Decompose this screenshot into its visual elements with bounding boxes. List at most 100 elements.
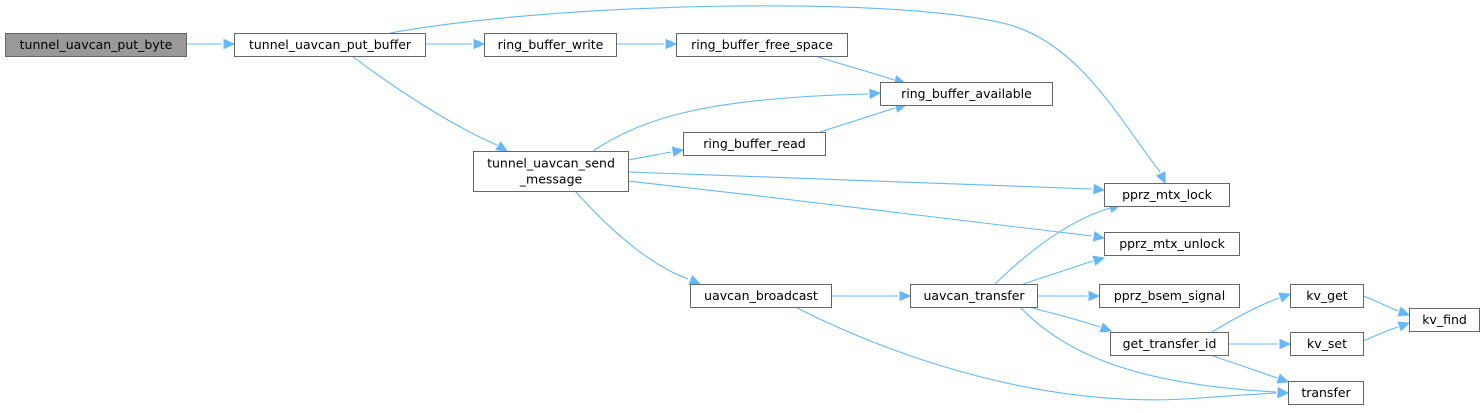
node-label: kv_find [1422, 312, 1467, 327]
arrowhead-icon [1276, 373, 1290, 384]
node-label: ring_buffer_available [901, 86, 1032, 101]
node-label: ring_buffer_read [703, 136, 805, 151]
arrowhead-icon [223, 38, 236, 50]
arrowhead-icon [688, 275, 702, 285]
node-label: _message [519, 172, 583, 187]
node-box [1104, 183, 1230, 207]
edge-kv_get-to-kv_find [1362, 295, 1411, 317]
node-box [1290, 332, 1364, 356]
node-label: tunnel_uavcan_put_byte [20, 37, 173, 52]
edge-ring_buffer_write-to-ring_buffer_free_space [616, 38, 678, 50]
node-uavcan_transfer[interactable]: uavcan_transfer [910, 284, 1038, 308]
edge-line [1209, 354, 1278, 379]
edge-line [351, 55, 498, 146]
node-box [484, 33, 617, 57]
node-box [880, 82, 1053, 106]
node-tunnel_uavcan_put_byte: tunnel_uavcan_put_byte [5, 33, 187, 57]
arrowhead-icon [1092, 255, 1106, 266]
node-label: ring_buffer_free_space [691, 37, 833, 52]
edge-kv_set-to-kv_find [1362, 321, 1411, 342]
edge-tunnel_uavcan_put_buffer-to-tunnel_uavcan_send_message [351, 55, 509, 152]
node-label: kv_set [1307, 336, 1347, 351]
node-label: uavcan_transfer [923, 288, 1025, 303]
node-box [1104, 232, 1240, 256]
arrowhead-icon [495, 141, 509, 152]
edge-get_transfer_id-to-kv_set [1228, 338, 1292, 350]
node-box [1099, 284, 1240, 308]
edge-line [627, 171, 1093, 190]
node-ring_buffer_available[interactable]: ring_buffer_available [880, 82, 1053, 106]
arrowhead-icon [671, 146, 685, 157]
arrowhead-icon [1088, 290, 1101, 302]
edge-line [1027, 306, 1101, 328]
arrowhead-icon [1092, 231, 1106, 242]
node-box [910, 284, 1038, 308]
edge-tunnel_uavcan_put_byte-to-tunnel_uavcan_put_buffer [186, 38, 236, 50]
node-tunnel_uavcan_put_buffer[interactable]: tunnel_uavcan_put_buffer [234, 33, 426, 57]
node-label: pprz_mtx_lock [1122, 187, 1213, 202]
edge-line [994, 207, 1111, 285]
node-tunnel_uavcan_send_message[interactable]: tunnel_uavcan_send_message [473, 151, 629, 192]
node-get_transfer_id[interactable]: get_transfer_id [1110, 332, 1229, 356]
edge-line [1022, 260, 1094, 285]
edge-tunnel_uavcan_put_buffer-to-pprz_mtx_lock [389, 5, 1166, 185]
edge-tunnel_uavcan_send_message-to-uavcan_broadcast [574, 190, 702, 285]
edge-line [814, 55, 895, 81]
edge-uavcan_transfer-to-pprz_bsem_signal [1037, 290, 1101, 302]
node-box [1290, 284, 1364, 308]
edge-ring_buffer_free_space-to-ring_buffer_available [814, 55, 907, 86]
arrowhead-icon [899, 290, 912, 302]
edge-line [627, 151, 672, 161]
node-box [473, 151, 629, 192]
arrowhead-icon [1093, 183, 1106, 195]
node-label: ring_buffer_write [498, 37, 604, 52]
edge-get_transfer_id-to-kv_get [1211, 292, 1292, 333]
node-pprz_mtx_lock[interactable]: pprz_mtx_lock [1104, 183, 1230, 207]
edge-line [1362, 295, 1399, 312]
node-ring_buffer_write[interactable]: ring_buffer_write [484, 33, 617, 57]
arrowhead-icon [665, 38, 678, 50]
node-ring_buffer_read[interactable]: ring_buffer_read [683, 132, 826, 156]
edge-line [1019, 306, 1277, 393]
edge-line [627, 180, 1093, 237]
edge-uavcan_broadcast-to-uavcan_transfer [831, 290, 912, 302]
edge-line [592, 93, 869, 152]
edges-layer [186, 5, 1411, 401]
edge-tunnel_uavcan_send_message-to-pprz_mtx_unlock [627, 180, 1106, 242]
node-label: kv_get [1306, 288, 1348, 303]
node-box [234, 33, 426, 57]
node-uavcan_broadcast[interactable]: uavcan_broadcast [690, 284, 832, 308]
node-label: pprz_mtx_unlock [1119, 236, 1225, 251]
node-transfer[interactable]: transfer [1288, 381, 1364, 405]
edge-uavcan_transfer-to-get_transfer_id [1027, 306, 1113, 333]
edge-line [1362, 326, 1399, 342]
edge-line [819, 107, 896, 133]
node-label: uavcan_broadcast [704, 288, 818, 303]
node-kv_find[interactable]: kv_find [1409, 308, 1480, 332]
edge-tunnel_uavcan_send_message-to-ring_buffer_available [592, 88, 882, 152]
nodes-layer: tunnel_uavcan_put_byte tunnel_uavcan_put_… [5, 33, 1480, 405]
edge-line [794, 306, 1277, 401]
edge-line [389, 5, 1161, 173]
node-kv_get[interactable]: kv_get [1290, 284, 1364, 308]
arrowhead-icon [1099, 322, 1113, 333]
node-box [1288, 381, 1364, 405]
arrowhead-icon [1155, 171, 1166, 185]
node-label: tunnel_uavcan_put_buffer [249, 37, 412, 52]
arrowhead-icon [473, 38, 486, 50]
node-ring_buffer_free_space[interactable]: ring_buffer_free_space [676, 33, 848, 57]
edge-tunnel_uavcan_put_buffer-to-ring_buffer_write [425, 38, 486, 50]
arrowhead-icon [1397, 306, 1411, 317]
edge-tunnel_uavcan_send_message-to-pprz_mtx_lock [627, 171, 1106, 195]
node-box [676, 33, 848, 57]
node-box [683, 132, 826, 156]
edge-tunnel_uavcan_send_message-to-ring_buffer_read [627, 146, 685, 161]
node-pprz_mtx_unlock[interactable]: pprz_mtx_unlock [1104, 232, 1240, 256]
edge-line [1211, 297, 1280, 333]
arrowhead-icon [1397, 321, 1411, 332]
edge-ring_buffer_read-to-ring_buffer_available [819, 102, 908, 133]
node-label: tunnel_uavcan_send [487, 156, 615, 171]
node-kv_set[interactable]: kv_set [1290, 332, 1364, 356]
node-pprz_bsem_signal[interactable]: pprz_bsem_signal [1099, 284, 1240, 308]
